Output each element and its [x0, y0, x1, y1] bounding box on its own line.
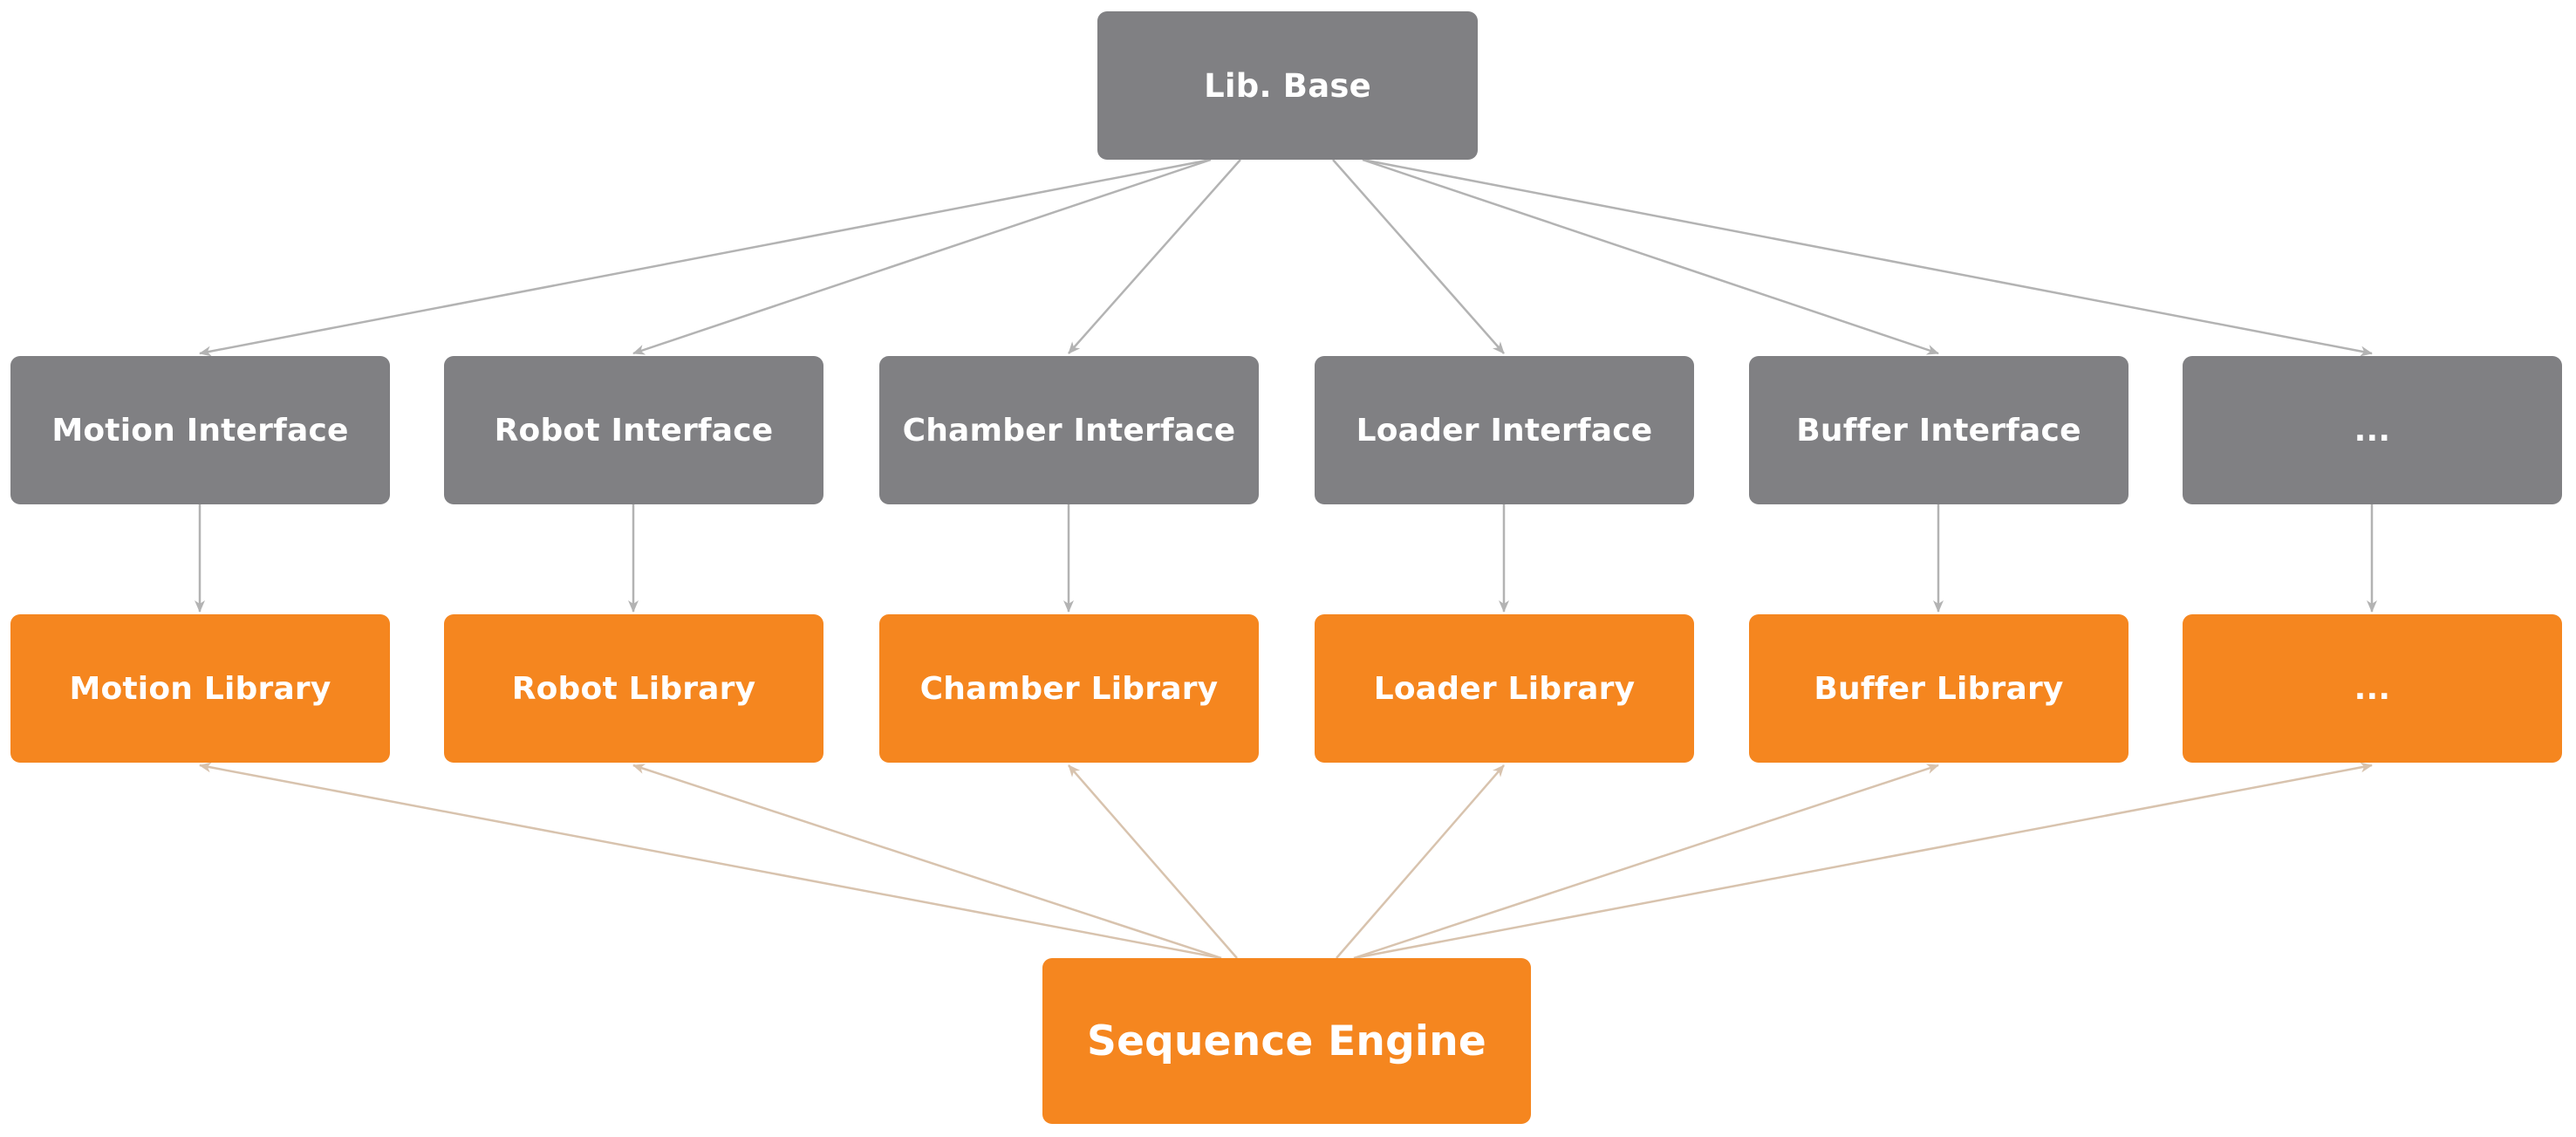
interface-label: ... — [2354, 412, 2391, 449]
arrow-engine-to-more-library — [1353, 762, 2373, 960]
library-node-more: ... — [2183, 614, 2562, 763]
interface-node-robot: Robot Interface — [444, 356, 823, 504]
interface-node-buffer: Buffer Interface — [1749, 356, 2128, 504]
library-label: Buffer Library — [1814, 670, 2064, 707]
library-node-robot: Robot Library — [444, 614, 823, 763]
library-node-buffer: Buffer Library — [1749, 614, 2128, 763]
arrow-base-to-loader-interface — [1332, 159, 1505, 354]
arrow-base-to-robot-interface — [632, 158, 1212, 355]
interface-node-loader: Loader Interface — [1315, 356, 1694, 504]
lib-base-node: Lib. Base — [1097, 11, 1478, 160]
lib-base-label: Lib. Base — [1204, 66, 1371, 105]
library-label: ... — [2354, 670, 2391, 707]
interface-label: Buffer Interface — [1796, 412, 2081, 449]
interface-to-library-arrows — [195, 504, 2377, 613]
sequence-engine-node: Sequence Engine — [1042, 958, 1531, 1124]
library-node-chamber: Chamber Library — [879, 614, 1259, 763]
library-node-motion: Motion Library — [10, 614, 390, 763]
arrow-engine-to-chamber-library — [1068, 764, 1238, 959]
library-label: Robot Library — [511, 670, 756, 707]
arrow-base-to-chamber-interface — [1068, 159, 1241, 354]
base-to-interface-arrows — [199, 158, 2373, 357]
engine-to-library-arrows — [199, 762, 2373, 960]
library-label: Motion Library — [69, 670, 331, 707]
arrow-engine-to-buffer-library — [1353, 764, 1939, 960]
library-label: Chamber Library — [919, 670, 1219, 707]
arrow-engine-to-motion-library — [199, 762, 1222, 960]
interface-label: Motion Interface — [51, 412, 349, 449]
arrow-base-to-motion-interface — [199, 158, 1212, 357]
arrow-base-to-more-interface — [1362, 158, 2373, 357]
interface-node-chamber: Chamber Interface — [879, 356, 1259, 504]
library-label: Loader Library — [1373, 670, 1636, 707]
interface-node-motion: Motion Interface — [10, 356, 390, 504]
arrow-base-to-buffer-interface — [1362, 158, 1939, 355]
arrow-engine-to-robot-library — [632, 764, 1222, 960]
arrow-engine-to-loader-library — [1336, 764, 1505, 959]
library-node-loader: Loader Library — [1315, 614, 1694, 763]
interface-node-more: ... — [2183, 356, 2562, 504]
sequence-engine-label: Sequence Engine — [1087, 1017, 1486, 1065]
interface-label: Robot Interface — [494, 412, 774, 449]
interface-label: Loader Interface — [1356, 412, 1653, 449]
interface-label: Chamber Interface — [902, 412, 1236, 449]
